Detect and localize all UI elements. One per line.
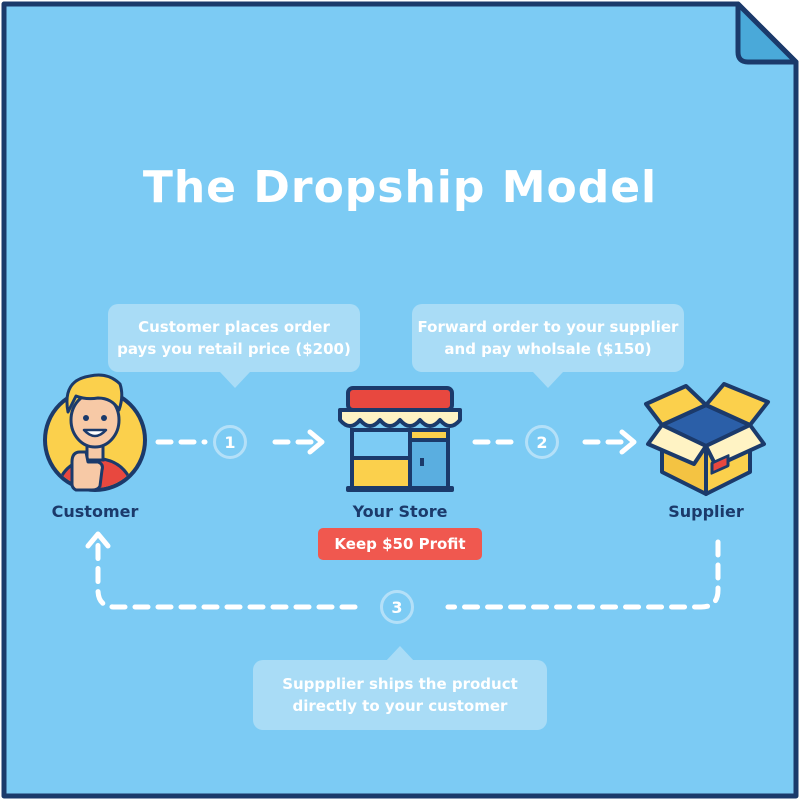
arrow-head-supplier [619, 429, 637, 455]
step-2-badge: 2 [525, 425, 559, 459]
bubble-1-tail [220, 372, 250, 388]
step-3-description: Suppplier ships the product directly to … [253, 660, 547, 730]
diagram-title: The Dropship Model [142, 162, 658, 213]
bubble-2-tail [533, 372, 563, 388]
return-path-left [95, 537, 358, 610]
return-path-right [445, 539, 721, 610]
bubble-3-tail [385, 646, 415, 662]
customer-thumbs-up-icon [43, 373, 147, 492]
store-label: Your Store [352, 502, 448, 521]
folded-corner [735, 1, 799, 65]
supplier-label: Supplier [668, 502, 744, 521]
storefront-icon [338, 386, 462, 492]
step-1-description: Customer places order pays you retail pr… [108, 304, 360, 372]
profit-badge: Keep $50 Profit [318, 528, 482, 560]
arrow-head-customer [85, 531, 111, 549]
step-1-badge: 1 [213, 425, 247, 459]
open-box-icon [644, 382, 770, 496]
customer-label: Customer [51, 502, 139, 521]
arrow-head-store [307, 429, 325, 455]
step-3-badge: 3 [380, 590, 414, 624]
step-2-description: Forward order to your supplier and pay w… [412, 304, 684, 372]
